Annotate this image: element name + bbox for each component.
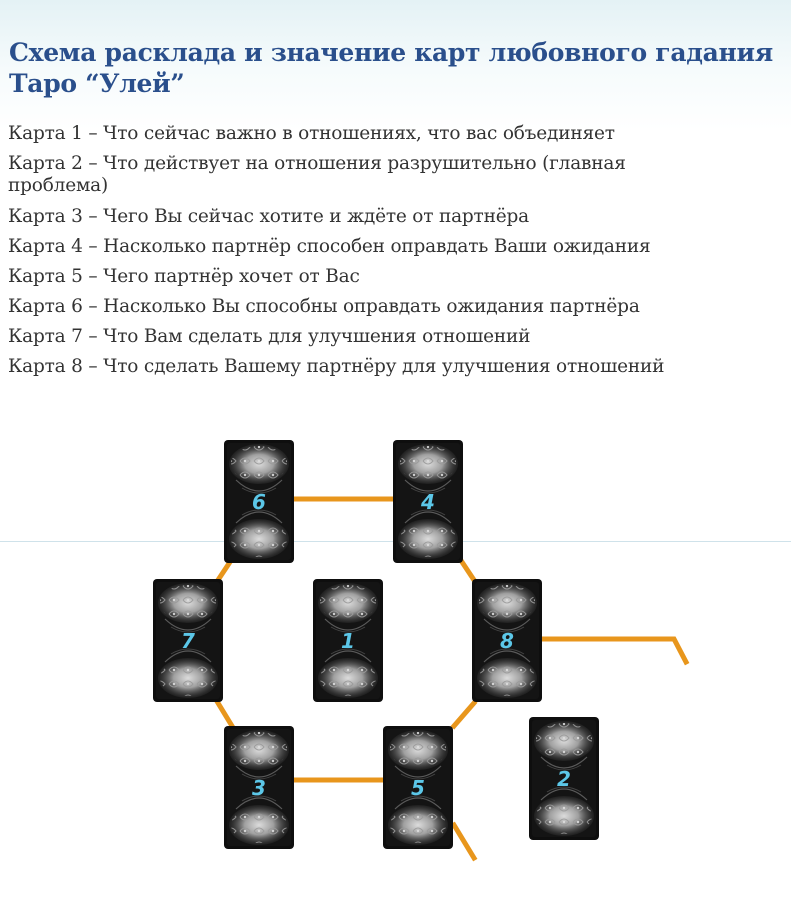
card-label: Карта 6: [8, 296, 83, 317]
card-meaning-4: Карта 4 – Насколько партнёр способен опр…: [8, 236, 651, 257]
card-label: Карта 5: [8, 266, 83, 287]
card-label: Карта 8: [8, 356, 83, 377]
card-meaning-text: Что действует на отношения разрушительно…: [103, 153, 626, 174]
tarot-spread-diagram: 6 4 7 1 8 3 5 2: [152, 439, 690, 862]
spread-connectors: [214, 496, 690, 862]
card-number: 5: [411, 776, 425, 800]
card-label: Карта 7: [8, 326, 83, 347]
card-meanings-list: Карта 1 – Что сейчас важно в отношениях,…: [8, 119, 784, 382]
connector-8-edge: [539, 636, 690, 666]
page-title: Схема расклада и значение карт любовного…: [9, 38, 773, 98]
card-meaning-text-continued: проблема): [8, 175, 108, 196]
card-label: Карта 2: [8, 153, 83, 174]
card-meaning-text: Что сейчас важно в отношениях, что вас о…: [103, 123, 615, 144]
card-meaning-7: Карта 7 – Что Вам сделать для улучшения …: [8, 326, 531, 347]
connector-4-8: [458, 558, 478, 584]
card-meaning-text: Насколько Вы способны оправдать ожидания…: [103, 296, 640, 317]
tarot-card-7: 7: [152, 578, 224, 703]
connector-6-7: [214, 558, 234, 584]
card-label: Карта 3: [8, 206, 83, 227]
card-label: Карта 1: [8, 123, 83, 144]
card-meaning-5: Карта 5 – Чего партнёр хочет от Вас: [8, 266, 360, 287]
tarot-card-4: 4: [392, 439, 464, 564]
connector-7-3: [214, 699, 236, 730]
tarot-card-5: 5: [382, 725, 454, 850]
card-meaning-8: Карта 8 – Что сделать Вашему партнёру дл…: [8, 356, 665, 377]
tarot-card-3: 3: [223, 725, 295, 850]
card-number: 1: [341, 629, 355, 653]
tarot-card-1: 1: [312, 578, 384, 703]
card-meaning-6: Карта 6 – Насколько Вы способны оправдат…: [8, 296, 640, 317]
card-meaning-text: Насколько партнёр способен оправдать Ваш…: [103, 236, 651, 257]
card-number: 6: [252, 490, 266, 514]
card-meaning-text: Чего партнёр хочет от Вас: [103, 266, 360, 287]
card-number: 4: [420, 490, 435, 514]
card-number: 2: [557, 767, 571, 791]
card-meaning-2: Карта 2 – Что действует на отношения раз…: [8, 149, 784, 197]
card-number: 8: [500, 629, 514, 653]
card-meaning-text: Чего Вы сейчас хотите и ждёте от партнёр…: [103, 206, 529, 227]
connector-5-edge: [450, 821, 478, 862]
tarot-card-2: 2: [528, 716, 600, 841]
card-label: Карта 4: [8, 236, 83, 257]
tarot-card-6: 6: [223, 439, 295, 564]
card-number: 7: [181, 629, 195, 653]
card-meaning-3: Карта 3 – Чего Вы сейчас хотите и ждёте …: [8, 206, 529, 227]
tarot-card-8: 8: [471, 578, 543, 703]
card-number: 3: [252, 776, 266, 800]
connector-8-5: [450, 699, 478, 730]
card-meaning-text: Что сделать Вашему партнёру для улучшени…: [103, 356, 665, 377]
card-meaning-text: Что Вам сделать для улучшения отношений: [103, 326, 531, 347]
card-meaning-1: Карта 1 – Что сейчас важно в отношениях,…: [8, 123, 615, 144]
